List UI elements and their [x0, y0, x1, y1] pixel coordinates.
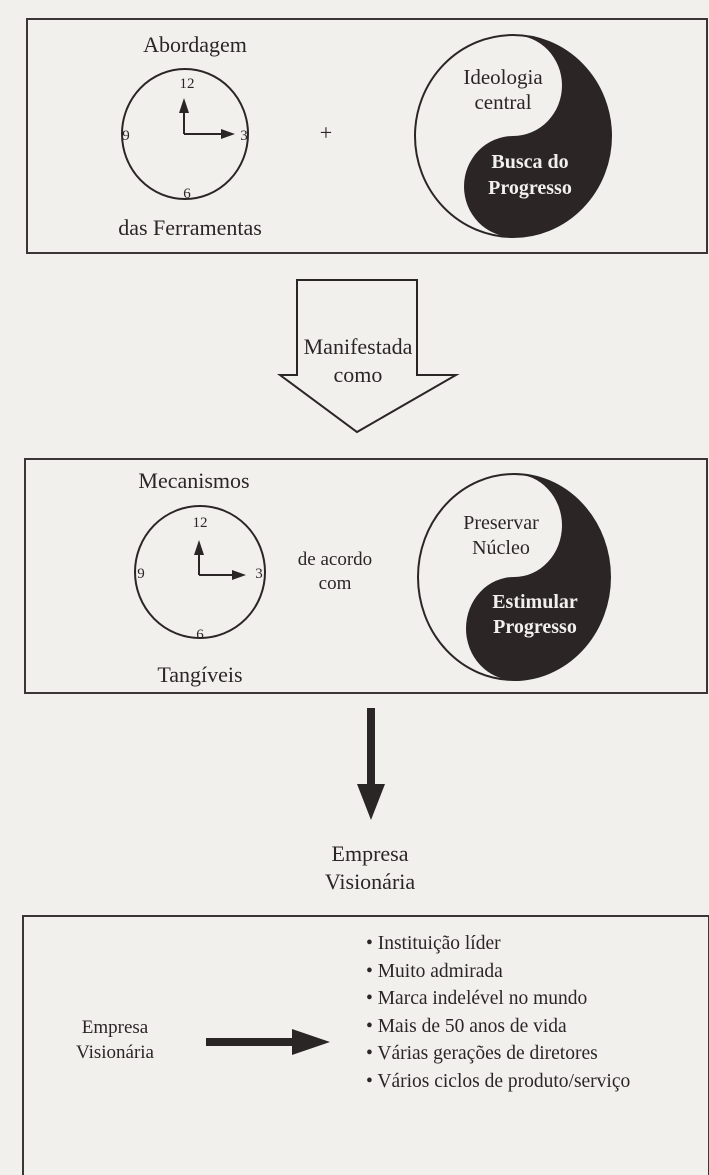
yin-bottom-line1: Busca do: [491, 151, 568, 173]
yin2-bottom-line2: Progresso: [493, 616, 577, 638]
list-item: Vários ciclos de produto/serviço: [366, 1068, 630, 1096]
company-label-line1: Empresa: [81, 1017, 149, 1038]
tools-approach-label-top: Abordagem: [143, 32, 247, 57]
yin-top-line2: central: [474, 90, 531, 114]
clock-number-12: 12: [180, 76, 195, 92]
clock-hour-hand-tip: [179, 98, 189, 113]
clock-icon: 12 3 6 9: [121, 68, 249, 202]
manifested-as-arrow: [276, 279, 460, 434]
clock-number-6: 6: [183, 186, 191, 202]
yin-bottom-line2: Progresso: [488, 177, 572, 199]
list-item: Marca indelével no mundo: [366, 985, 630, 1013]
clock-icon-2: 12 3 6 9: [134, 505, 266, 643]
result-label-line2: Visionária: [324, 869, 416, 894]
clock2-number-6: 6: [196, 627, 204, 643]
list-item: Mais de 50 anos de vida: [366, 1013, 630, 1041]
yin2-bottom-line1: Estimular: [492, 591, 578, 613]
result-label-line1: Empresa: [331, 841, 409, 866]
yin-top-line1: Ideologia: [463, 65, 543, 89]
yin2-top-line2: Núcleo: [472, 537, 530, 559]
clock2-number-9: 9: [137, 566, 145, 582]
arrow-label-line2: como: [333, 362, 383, 387]
tools-approach-panel: [26, 18, 708, 254]
list-item: Muito admirada: [366, 958, 630, 986]
mechanisms-label-top: Mecanismos: [138, 468, 250, 493]
clock-number-9: 9: [122, 128, 130, 144]
yin-yang-icon: Ideologia central Busca do Progresso: [414, 34, 612, 238]
yin-yang-icon-2: Preservar Núcleo Estimular Progresso: [417, 473, 611, 681]
clock-number-3: 3: [240, 128, 248, 144]
list-item: Instituição líder: [366, 930, 630, 958]
clock2-number-12: 12: [193, 515, 208, 531]
down-arrow: [357, 708, 385, 820]
company-label-line2: Visionária: [75, 1042, 154, 1063]
mechanisms-label-bottom: Tangíveis: [157, 662, 243, 687]
clock2-number-3: 3: [255, 566, 263, 582]
according-to-line2: com: [318, 573, 352, 594]
tools-approach-label-bottom: das Ferramentas: [118, 215, 262, 240]
plus-sign: +: [319, 120, 333, 145]
arrow-label-line1: Manifestada: [303, 334, 413, 359]
clock-minute-hand-tip: [221, 129, 235, 139]
list-item: Várias gerações de diretores: [366, 1040, 630, 1068]
characteristics-list: Instituição líder Muito admirada Marca i…: [366, 930, 630, 1095]
right-arrow: [206, 1029, 330, 1055]
according-to-line1: de acordo: [297, 549, 373, 570]
yin2-top-line1: Preservar: [463, 512, 539, 534]
tangible-mechanisms-panel: [24, 458, 708, 694]
